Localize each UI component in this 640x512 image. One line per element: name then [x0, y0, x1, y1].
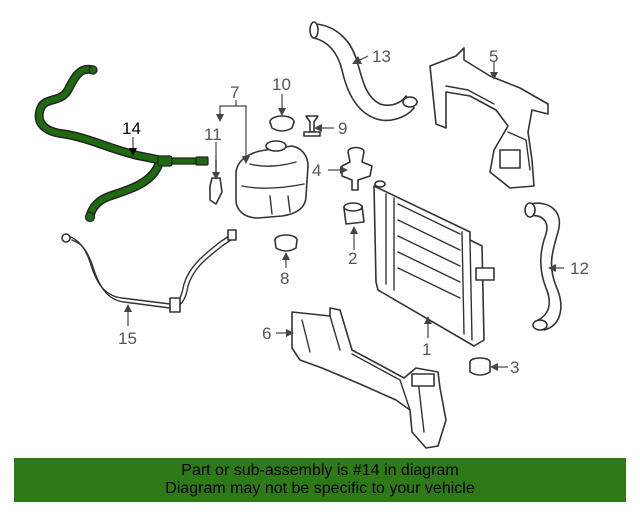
part-10-cap[interactable] [269, 115, 295, 132]
callout-12[interactable]: 12 [570, 259, 589, 278]
callout-9[interactable]: 9 [338, 119, 347, 138]
part-6-lower-support[interactable] [291, 307, 447, 449]
banner-line-part-info: Part or sub-assembly is #14 in diagram [181, 462, 459, 479]
info-banner: Part or sub-assembly is #14 in diagram D… [14, 458, 626, 502]
part-9-push-pin[interactable] [303, 115, 321, 137]
callout-13[interactable]: 13 [372, 47, 391, 66]
part-2-bushing[interactable] [343, 202, 365, 225]
radiator-core-fins [397, 203, 461, 299]
part-8-cap[interactable] [274, 234, 298, 252]
callout-2[interactable]: 2 [348, 249, 357, 268]
part-7-expansion-tank[interactable] [235, 140, 309, 219]
part-4-bracket[interactable] [341, 146, 373, 191]
part-1-radiator[interactable] [373, 180, 495, 347]
callout-4[interactable]: 4 [312, 161, 321, 180]
callout-leaders [124, 55, 564, 371]
callout-3[interactable]: 3 [510, 358, 519, 377]
part-5-upper-support[interactable] [429, 47, 549, 189]
part-13-upper-hose[interactable] [309, 21, 418, 122]
info-banner-background [14, 458, 626, 502]
callout-6[interactable]: 6 [262, 324, 271, 343]
banner-line-disclaimer: Diagram may not be specific to your vehi… [165, 480, 475, 497]
callout-1[interactable]: 1 [422, 340, 431, 359]
part-14-hose-highlighted[interactable] [34, 64, 209, 223]
part-15-coolant-line[interactable] [61, 229, 237, 313]
callout-8[interactable]: 8 [280, 269, 289, 288]
callout-numbers: 14 11 7 10 9 13 5 4 2 8 1 12 3 6 15 [118, 47, 589, 377]
callout-15[interactable]: 15 [118, 329, 137, 348]
callout-10[interactable]: 10 [272, 75, 291, 94]
part-12-lower-hose[interactable] [524, 202, 562, 331]
part-3-cap[interactable] [469, 357, 491, 376]
callout-14[interactable]: 14 [122, 119, 141, 138]
callout-5[interactable]: 5 [489, 47, 498, 66]
callout-7[interactable]: 7 [230, 83, 239, 102]
callout-11[interactable]: 11 [204, 125, 222, 144]
